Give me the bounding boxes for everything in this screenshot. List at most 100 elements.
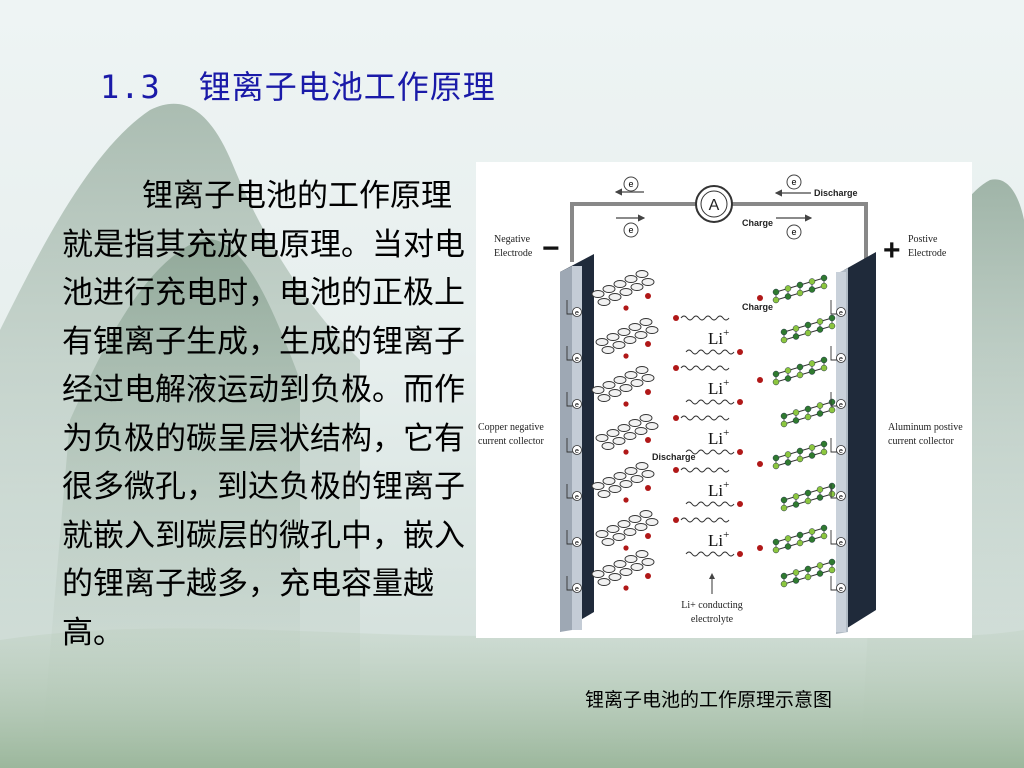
cathode-lattice — [757, 274, 836, 588]
cathode-layer — [780, 398, 836, 428]
lithium-ion-rows: Li+Li+Li+Li+Li+ — [673, 315, 743, 557]
battery-diagram: A e e e e Discharge Charge — [476, 162, 972, 638]
plate-electron-icon: e — [830, 438, 846, 455]
svg-text:e: e — [839, 448, 843, 455]
cathode-layer — [780, 314, 836, 344]
graphite-layer — [591, 462, 655, 503]
lithium-ion-dot — [673, 315, 679, 321]
lithium-ion-dot — [757, 295, 763, 301]
plate-electron-icon: e — [566, 576, 582, 593]
lithium-ion-dot — [673, 415, 679, 421]
plate-electron-icon: e — [566, 392, 582, 409]
lithium-ion-dot — [645, 573, 651, 579]
svg-text:e: e — [839, 310, 843, 317]
graphite-layer — [591, 270, 655, 311]
svg-text:e: e — [839, 402, 843, 409]
svg-text:e: e — [628, 225, 633, 235]
svg-text:e: e — [575, 494, 579, 501]
lithium-ion-dot — [673, 517, 679, 523]
plate-electron-icon: e — [830, 576, 846, 593]
aluminum-collector-label-2: current collector — [888, 436, 954, 447]
svg-text:e: e — [575, 540, 579, 547]
lithium-ion-dot — [737, 449, 743, 455]
lithium-ion-migration: Li+ — [673, 315, 743, 355]
lithium-ion-dot — [645, 293, 651, 299]
plate-electron-icon: e — [830, 300, 846, 317]
lithium-ion-dot — [645, 437, 651, 443]
plate-electron-icon: e — [566, 300, 582, 317]
aluminum-collector-label-1: Aluminum postive — [888, 422, 963, 433]
cathode-layer — [780, 482, 836, 512]
electron-discharge-right: e — [774, 174, 811, 197]
body-paragraph: 锂离子电池的工作原理就是指其充放电原理。当对电池进行充电时，电池的正极上有锂离子… — [62, 178, 465, 651]
svg-text:e: e — [575, 310, 579, 317]
lithium-ion-dot — [757, 545, 763, 551]
lithium-ion-migration: Li+ — [673, 467, 743, 507]
graphite-layer — [591, 366, 655, 407]
lithium-ion-dot — [757, 461, 763, 467]
graphite-layer — [595, 510, 659, 551]
lithium-ion-migration: Li+ — [673, 415, 743, 455]
svg-text:e: e — [575, 448, 579, 455]
svg-text:e: e — [575, 586, 579, 593]
negative-sign: − — [542, 232, 560, 265]
lithium-ion-dot — [645, 341, 651, 347]
plate-electron-icon: e — [830, 346, 846, 363]
graphite-layer — [595, 414, 659, 455]
li-ion-label: Li+ — [708, 479, 729, 500]
lithium-ion-dot — [673, 467, 679, 473]
cathode-layer — [757, 524, 828, 554]
plate-electron-icon: e — [566, 484, 582, 501]
copper-collector-label-1: Copper negative — [478, 422, 544, 433]
graphite-layers — [591, 270, 659, 591]
cathode-layer — [757, 440, 828, 470]
cathode-layer — [757, 274, 828, 304]
svg-text:e: e — [628, 179, 633, 189]
svg-text:e: e — [839, 586, 843, 593]
lithium-ion-dot — [623, 497, 629, 503]
title-text: 锂离子电池工作原理 — [198, 68, 496, 106]
lithium-ion-dot — [623, 305, 629, 311]
li-ion-label: Li+ — [708, 529, 729, 550]
lithium-ion-dot — [623, 545, 629, 551]
svg-text:e: e — [839, 356, 843, 363]
lithium-ion-dot — [645, 389, 651, 395]
cathode-layer — [780, 558, 836, 588]
plate-electron-icon: e — [566, 530, 582, 547]
lithium-ion-dot — [623, 449, 629, 455]
mid-discharge-label: Discharge — [652, 452, 696, 462]
cathode-layer — [757, 356, 828, 386]
ammeter-symbol: A — [709, 197, 720, 214]
battery-diagram-svg: A e e e e Discharge Charge — [478, 174, 963, 634]
mid-charge-label: Charge — [742, 302, 773, 312]
lithium-ion-dot — [737, 501, 743, 507]
svg-text:e: e — [575, 402, 579, 409]
lithium-ion-dot — [737, 551, 743, 557]
lithium-ion-migration: Li+ — [673, 517, 743, 557]
svg-text:e: e — [791, 227, 796, 237]
charge-label: Charge — [742, 218, 773, 228]
discharge-label: Discharge — [814, 188, 858, 198]
plate-electron-icon: e — [830, 392, 846, 409]
lithium-ion-dot — [737, 399, 743, 405]
plate-electron-icon: e — [566, 346, 582, 363]
copper-collector-label-2: current collector — [478, 436, 544, 447]
svg-text:e: e — [791, 177, 796, 187]
positive-electrode-label-2: Electrode — [908, 248, 947, 259]
electron-charge-right: e — [776, 214, 813, 240]
electron-discharge-left: e — [614, 176, 644, 196]
lithium-ion-dot — [645, 533, 651, 539]
svg-text:e: e — [839, 540, 843, 547]
lithium-ion-dot — [737, 349, 743, 355]
positive-electrode-label-1: Postive — [908, 234, 938, 245]
electrolyte-label-2: electrolyte — [691, 614, 734, 625]
lithium-ion-dot — [757, 377, 763, 383]
plate-electron-icon: e — [830, 484, 846, 501]
graphite-layer — [591, 550, 655, 591]
lithium-ion-dot — [645, 485, 651, 491]
diagram-caption: 锂离子电池的工作原理示意图 — [585, 689, 833, 711]
svg-text:e: e — [575, 356, 579, 363]
lithium-ion-dot — [623, 401, 629, 407]
plate-electron-icon: e — [830, 530, 846, 547]
